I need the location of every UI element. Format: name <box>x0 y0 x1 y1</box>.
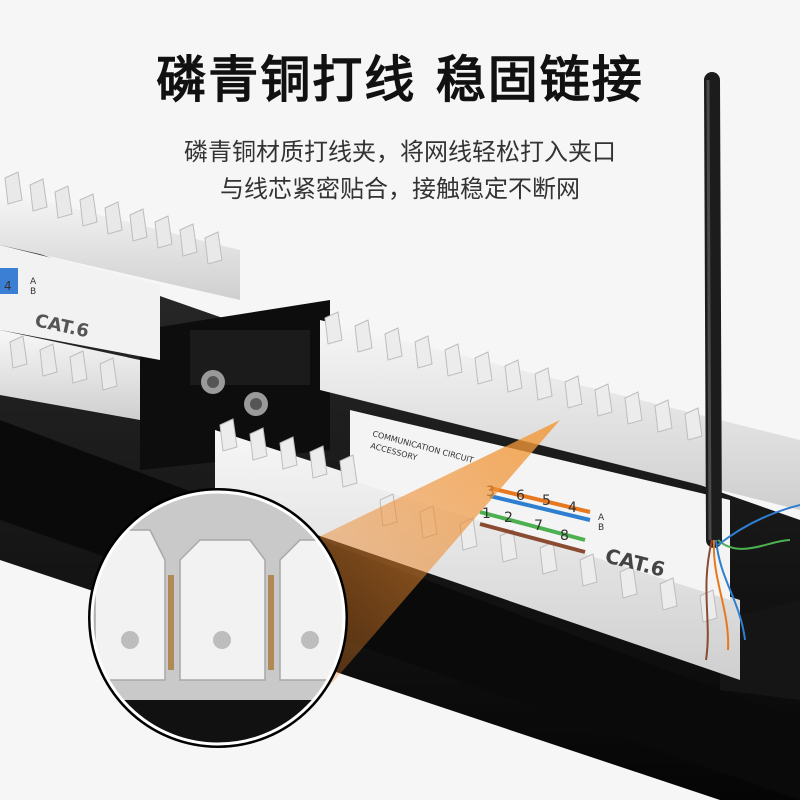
right-module: COMMUNICATION CIRCUIT ACCESSORY 3 6 5 4 … <box>215 311 800 680</box>
pin-number-6: 6 <box>516 488 525 504</box>
network-cable <box>704 72 800 661</box>
right-module-teeth <box>219 311 718 623</box>
pin-number-5: 5 <box>542 493 551 509</box>
wiring-color-guide <box>479 486 591 554</box>
right-module-b-label: B <box>598 523 604 533</box>
pin-number-2: 2 <box>504 510 513 526</box>
left-module-teeth <box>4 171 223 391</box>
zoom-idc-teeth <box>94 529 344 681</box>
pin-number-4: 4 <box>568 500 577 516</box>
zoom-bronze-contacts <box>168 575 274 670</box>
mounting-screws <box>190 330 310 416</box>
subtext-line-2: 与线芯紧密贴合，接触稳定不断网 <box>220 175 580 203</box>
headline: 磷青铜打线 稳固链接 <box>156 51 644 109</box>
pin-number-1: 1 <box>482 506 491 522</box>
subtext-line-1: 磷青铜材质打线夹，将网线轻松打入夹口 <box>184 138 616 166</box>
left-module-pair-number: 4 <box>4 279 12 293</box>
left-module-a-label: A <box>30 277 37 287</box>
left-module: CAT.6 4 A B <box>0 171 240 420</box>
left-module-b-label: B <box>30 287 36 297</box>
pin-number-7: 7 <box>534 518 543 534</box>
right-module-a-label: A <box>598 513 605 523</box>
zoom-detail-circle <box>88 488 348 748</box>
subtext: 磷青铜材质打线夹，将网线轻松打入夹口 与线芯紧密贴合，接触稳定不断网 <box>0 134 800 208</box>
pin-number-8: 8 <box>560 528 569 544</box>
